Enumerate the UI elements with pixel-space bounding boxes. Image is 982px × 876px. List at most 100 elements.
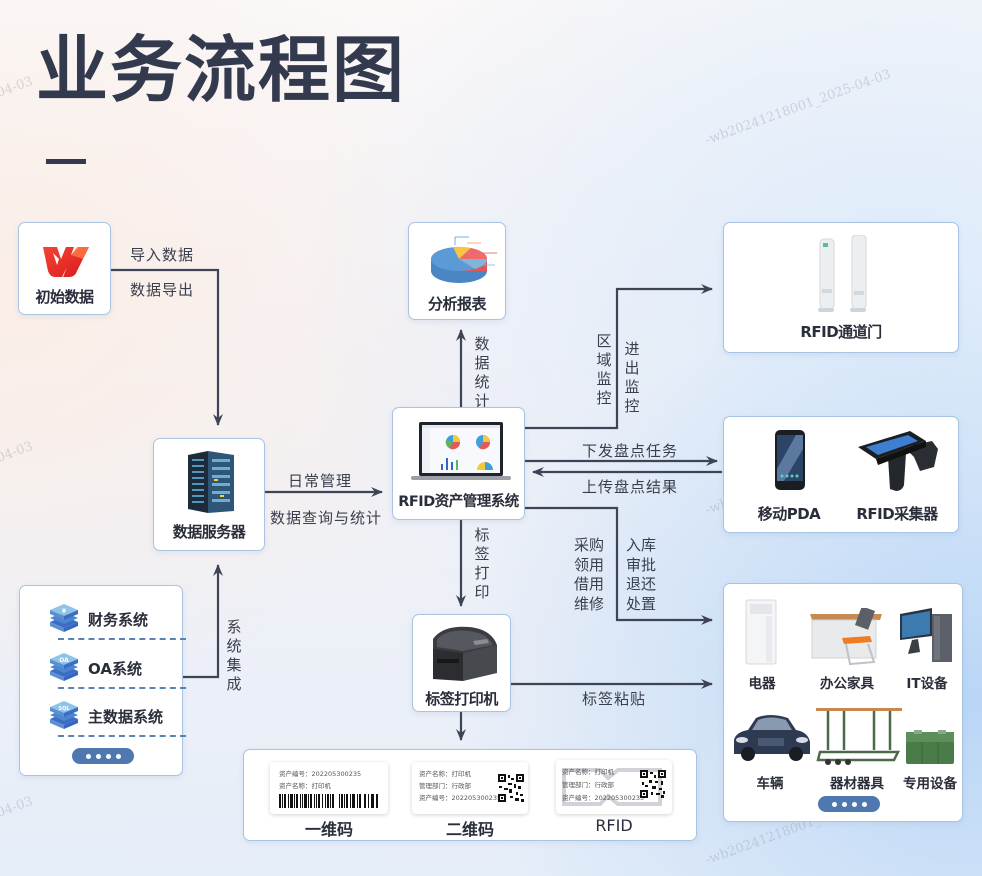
asset-it-equipment[interactable]: IT设备 xyxy=(894,594,960,694)
rfid-scanner-icon xyxy=(858,431,938,491)
edge-label-send-task: 下发盘点任务 xyxy=(582,442,679,460)
edge-label-biz-right: 入库 审批 退还 处置 xyxy=(626,536,656,614)
edge-business xyxy=(525,506,713,625)
node-rfid-system[interactable]: RFID资产管理系统 xyxy=(392,407,525,520)
divider xyxy=(58,687,186,689)
device-mobile-pda[interactable]: 移动PDA xyxy=(744,427,834,527)
air-conditioner-icon xyxy=(745,599,777,665)
device-label: RFID采集器 xyxy=(856,505,938,523)
edge-label-label-stick: 标签粘贴 xyxy=(582,690,647,708)
node-rfid-gate[interactable]: RFID通道门 xyxy=(723,222,959,353)
node-label: 标签打印机 xyxy=(425,690,498,708)
node-initial-data[interactable]: 初始数据 xyxy=(18,222,111,315)
label-type-barcode[interactable]: 资产编号：202205300235 资产名称：打印机 一维码 xyxy=(270,762,388,839)
asset-office-furniture[interactable]: 办公家具 xyxy=(804,594,890,694)
divider xyxy=(58,638,186,640)
node-label-printer[interactable]: 标签打印机 xyxy=(412,614,511,712)
system-oa[interactable]: OA OA系统 xyxy=(48,651,142,685)
asset-special-equipment[interactable]: 专用设备 xyxy=(898,706,962,798)
label-line: 管理部门：行政部 xyxy=(562,781,614,789)
rfid-antenna-pattern xyxy=(562,768,662,806)
node-label: RFID通道门 xyxy=(800,323,882,341)
stack-icon: SQL xyxy=(50,701,78,729)
label-type-name: RFID xyxy=(595,816,633,835)
mobile-pda-icon xyxy=(775,430,805,490)
barcode-icon xyxy=(279,794,378,808)
asset-vehicles[interactable]: 车辆 xyxy=(728,706,812,798)
laptop-dashboard-icon xyxy=(411,422,511,480)
label-type-name: 二维码 xyxy=(445,820,494,839)
server-rack-icon xyxy=(188,451,234,513)
device-label: 移动PDA xyxy=(757,505,821,523)
biz-approve: 审批 xyxy=(626,555,657,574)
system-label: 财务系统 xyxy=(88,610,149,629)
label-sample: 资产编号：202205300235 资产名称：打印机 xyxy=(270,762,388,814)
label-line: 资产名称：打印机 xyxy=(562,768,614,776)
node-label: 初始数据 xyxy=(35,288,94,306)
biz-procure: 采购 xyxy=(574,536,605,554)
edge-label-upload-result: 上传盘点结果 xyxy=(582,478,679,496)
edge-label-query-stats: 数据查询与统计 xyxy=(270,509,383,527)
page-title: 业务流程图 xyxy=(36,28,407,112)
more-dots-button[interactable] xyxy=(72,748,134,764)
label-line: 资产名称：打印机 xyxy=(419,770,471,778)
asset-electrical[interactable]: 电器 xyxy=(732,594,792,694)
biz-requisition: 领用 xyxy=(574,555,605,574)
label-sample: 资产名称：打印机 管理部门：行政部 资产编号：202205300235 xyxy=(412,762,528,814)
device-rfid-scanner[interactable]: RFID采集器 xyxy=(842,427,952,527)
label-type-qrcode[interactable]: 资产名称：打印机 管理部门：行政部 资产编号：202205300235 二维码 xyxy=(412,762,528,839)
system-badge: ¥ xyxy=(62,608,67,615)
node-assets[interactable]: 电器 办公家具 IT设备 车辆 xyxy=(723,583,963,822)
stack-icon: ¥ xyxy=(50,604,78,632)
node-handhelds[interactable]: 移动PDA RFID采集器 xyxy=(723,416,959,533)
edge-label-label-print: 标签打印 xyxy=(474,526,490,601)
label-line: 资产名称：打印机 xyxy=(279,782,331,790)
edge-label-area-monitor: 区域监控 xyxy=(596,332,612,407)
node-label-types[interactable]: 资产编号：202205300235 资产名称：打印机 一维码 资产名称：打印机 xyxy=(243,749,697,841)
asset-label: 车辆 xyxy=(756,776,784,792)
military-case-icon xyxy=(906,730,954,764)
biz-return: 退还 xyxy=(626,575,657,593)
qrcode-icon xyxy=(640,770,666,798)
node-analysis-report[interactable]: 分析报表 xyxy=(408,222,506,320)
label-type-name: 一维码 xyxy=(304,820,353,839)
biz-stock-in: 入库 xyxy=(626,536,657,554)
label-line: 资产编号：202205300235 xyxy=(562,794,645,802)
more-dots-button[interactable] xyxy=(818,796,880,812)
system-label: 主数据系统 xyxy=(88,707,164,726)
edge-label-system-integration: 系统集成 xyxy=(226,618,242,693)
asset-label: IT设备 xyxy=(906,676,948,692)
edge-label-daily-mgmt: 日常管理 xyxy=(288,472,353,490)
computer-icon xyxy=(900,608,952,662)
equipment-rack-icon xyxy=(816,708,902,765)
title-underline xyxy=(46,159,86,164)
biz-borrow: 借用 xyxy=(574,575,605,593)
system-badge: SQL xyxy=(58,706,70,712)
label-type-rfid[interactable]: 资产名称：打印机 管理部门：行政部 资产编号：202205300235 RFID xyxy=(556,760,672,835)
label-line: 资产编号：202205300235 xyxy=(279,770,362,778)
label-line: 管理部门：行政部 xyxy=(419,782,471,790)
system-master-data[interactable]: SQL 主数据系统 xyxy=(48,699,163,733)
node-label: RFID资产管理系统 xyxy=(398,494,519,510)
system-badge: OA xyxy=(59,657,69,664)
edge-monitoring xyxy=(525,284,713,430)
asset-label: 办公家具 xyxy=(820,676,874,692)
node-external-systems[interactable]: ¥ 财务系统 OA OA系统 SQL 主数据系统 xyxy=(19,585,186,776)
asset-label: 专用设备 xyxy=(903,776,957,792)
asset-equipment[interactable]: 器材器具 xyxy=(812,702,902,798)
qrcode-icon xyxy=(498,774,524,802)
system-finance[interactable]: ¥ 财务系统 xyxy=(48,602,148,636)
asset-label: 器材器具 xyxy=(830,776,884,792)
car-icon xyxy=(734,715,810,761)
divider xyxy=(58,735,186,737)
stack-icon: OA xyxy=(50,653,78,681)
node-label: 分析报表 xyxy=(427,295,487,313)
label-sample: 资产名称：打印机 管理部门：行政部 资产编号：202205300235 xyxy=(556,760,672,814)
node-label: 数据服务器 xyxy=(172,523,246,541)
wps-logo-icon xyxy=(43,247,89,277)
office-furniture-icon xyxy=(810,608,882,666)
node-data-server[interactable]: 数据服务器 xyxy=(153,438,265,551)
pie-chart-icon xyxy=(431,236,497,283)
label-printer-icon xyxy=(433,626,497,681)
